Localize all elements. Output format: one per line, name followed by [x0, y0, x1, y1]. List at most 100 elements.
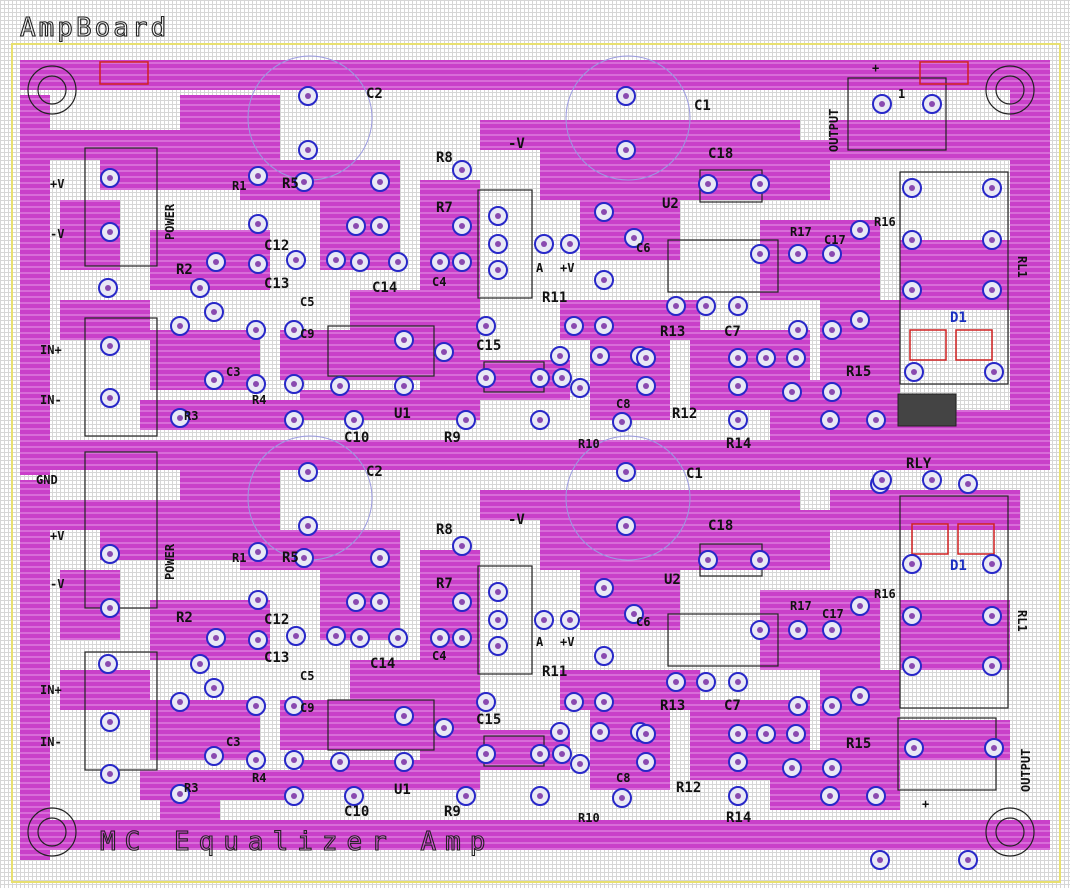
pad-hole [353, 223, 359, 229]
pad-hole [735, 303, 741, 309]
pad-hole [601, 277, 607, 283]
label-v-a: A [536, 261, 544, 275]
pad-hole [351, 417, 357, 423]
pad-hole [929, 477, 935, 483]
label-r2: R2 [176, 262, 193, 278]
label-r10: R10 [578, 811, 600, 825]
pad-hole [211, 753, 217, 759]
pad-hole [211, 377, 217, 383]
pad-hole [291, 793, 297, 799]
pad-hole [495, 267, 501, 273]
pad-hole [177, 415, 183, 421]
label-rl1-top: RL1 [1015, 256, 1029, 278]
copper-layer [20, 60, 1050, 860]
label-pwr-neg: -V [50, 227, 64, 241]
pad-hole [377, 555, 383, 561]
pad-hole [255, 637, 261, 643]
label-r14: R14 [726, 810, 751, 826]
label-r8: R8 [436, 522, 453, 538]
pad-hole [197, 661, 203, 667]
labels-upper: C2 C1 C18 U2 R8 R5 R7 R1 C12 C13 C14 C4 … [40, 86, 896, 452]
pad-hole [909, 663, 915, 669]
pad-hole [703, 303, 709, 309]
pad-hole [601, 209, 607, 215]
pad-hole [567, 617, 573, 623]
label-r2: R2 [176, 610, 193, 626]
pad-hole [829, 765, 835, 771]
pad-hole [401, 383, 407, 389]
pad-hole [643, 383, 649, 389]
pad-hole [877, 857, 883, 863]
pad-hole [909, 287, 915, 293]
label-c4: C4 [432, 649, 446, 663]
pad-hole [571, 323, 577, 329]
label-c18: C18 [708, 518, 733, 534]
pad-hole [857, 693, 863, 699]
pad-hole [601, 653, 607, 659]
pad-hole [879, 101, 885, 107]
label-in-neg: IN- [40, 393, 62, 407]
pad-hole [989, 561, 995, 567]
pad-hole [301, 179, 307, 185]
pads [98, 86, 1004, 870]
pad-hole [789, 389, 795, 395]
label-r16: R16 [874, 587, 896, 601]
label-v-a: A [536, 635, 544, 649]
pad-hole [483, 323, 489, 329]
label-c8: C8 [616, 397, 630, 411]
label-rl1-bottom: RL1 [1015, 610, 1029, 632]
label-v-neg: -V [508, 136, 525, 152]
relay-rly [897, 393, 957, 427]
label-r15: R15 [846, 736, 871, 752]
label-r3: R3 [184, 781, 198, 795]
pad-hole [537, 375, 543, 381]
pad-hole [989, 613, 995, 619]
pad-hole [909, 185, 915, 191]
label-d1-bottom: D1 [950, 558, 967, 574]
label-c8: C8 [616, 771, 630, 785]
pad-hole [757, 557, 763, 563]
pad-hole [377, 179, 383, 185]
pad-hole [991, 745, 997, 751]
label-r4: R4 [252, 771, 266, 785]
pad-hole [673, 679, 679, 685]
pad-hole [401, 337, 407, 343]
label-v-neg: -V [508, 512, 525, 528]
pad-hole [909, 561, 915, 567]
pad-hole [597, 353, 603, 359]
label-c18: C18 [708, 146, 733, 162]
pad-hole [643, 731, 649, 737]
pad-hole [197, 285, 203, 291]
pad-hole [255, 221, 261, 227]
pad-hole [483, 751, 489, 757]
pad-hole [293, 257, 299, 263]
label-pwr-pos: +V [50, 529, 64, 543]
pad-hole [857, 603, 863, 609]
label-r1: R1 [232, 179, 246, 193]
pad-hole [377, 599, 383, 605]
label-r11: R11 [542, 664, 567, 680]
label-u1: U1 [394, 406, 411, 422]
pad-hole [255, 597, 261, 603]
labels-lower: C2 C1 C18 U2 R8 R5 R7 R1 C12 C13 C14 C4 … [40, 464, 896, 826]
label-in-pos: IN+ [40, 683, 62, 697]
label-power: POWER [163, 203, 177, 240]
pad-hole [601, 323, 607, 329]
pad-hole [623, 147, 629, 153]
pad-hole [735, 355, 741, 361]
label-c13: C13 [264, 650, 289, 666]
pad-hole [211, 685, 217, 691]
label-c5: C5 [300, 295, 314, 309]
pad-hole [795, 327, 801, 333]
pad-hole [705, 181, 711, 187]
pad-hole [623, 469, 629, 475]
pad-hole [459, 167, 465, 173]
pad-hole [541, 241, 547, 247]
pad-hole [105, 661, 111, 667]
pad-hole [965, 857, 971, 863]
pad-hole [735, 793, 741, 799]
pad-hole [873, 417, 879, 423]
pad-hole [213, 259, 219, 265]
pad-hole [857, 317, 863, 323]
